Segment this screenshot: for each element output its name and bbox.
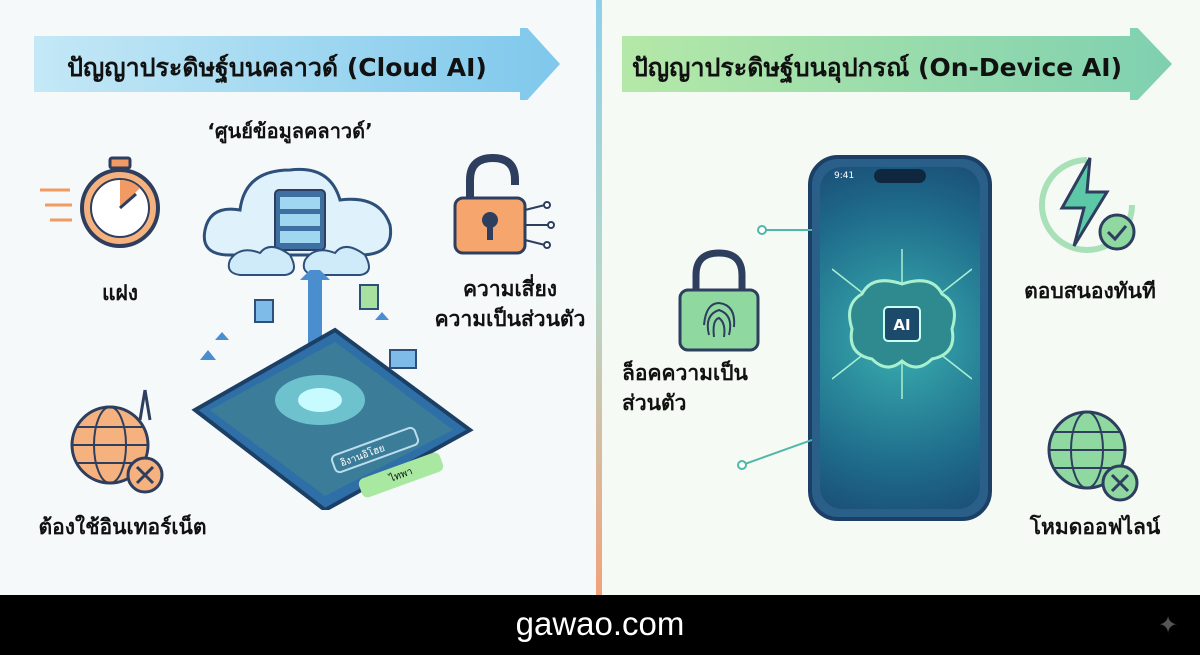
- globe-no-internet-icon: [70, 389, 164, 494]
- cloud-datacenter-label: ‘ศูนย์ข้อมูลคลาวด์’: [207, 119, 373, 143]
- privacy-lock-line-1: ล็อคความเป็น: [622, 361, 748, 385]
- panel-divider: [596, 0, 602, 595]
- cloud-ai-panel: ปัญญาประดิษฐ์บนคลาวด์ (Cloud AI) ‘ศูนย์ข…: [0, 0, 596, 595]
- unlocked-padlock-icon: [453, 153, 555, 255]
- arrow-banner-icon: [34, 28, 560, 100]
- cloud-ai-banner: ปัญญาประดิษฐ์บนคลาวด์ (Cloud AI): [34, 28, 560, 100]
- privacy-lock-line-2: ส่วนตัว: [622, 391, 687, 415]
- ai-chip-label: AI: [893, 316, 910, 334]
- circuit-lines-left-icon: [737, 225, 812, 470]
- smartphone: 9:41 AI: [808, 155, 992, 521]
- offline-mode-label: โหมดออฟไลน์: [1029, 515, 1161, 539]
- on-device-ai-title: ปัญญาประดิษฐ์บนอุปกรณ์ (On-Device AI): [631, 53, 1123, 82]
- globe-offline-icon: [1047, 410, 1139, 502]
- instant-response-label: ตอบสนองทันที: [1024, 279, 1156, 303]
- on-device-ai-banner: ปัญญาประดิษฐ์บนอุปกรณ์ (On-Device AI): [622, 28, 1172, 100]
- brain-icon: AI: [832, 249, 972, 399]
- cloud-server-icon: [202, 167, 393, 276]
- cloud-ai-title: ปัญญาประดิษฐ์บนคลาวด์ (Cloud AI): [67, 53, 487, 82]
- privacy-risk-label: ความเสี่ยง ความเป็นส่วนตัว: [430, 274, 590, 334]
- lightning-check-icon: [1039, 157, 1136, 253]
- arrow-banner-icon: [622, 28, 1172, 100]
- footer-bar: gawao.com ✦: [0, 595, 1200, 655]
- privacy-risk-line-1: ความเสี่ยง: [462, 277, 558, 301]
- fingerprint-lock-icon: [678, 249, 760, 352]
- phone-time: 9:41: [834, 171, 855, 181]
- phone-notch: [874, 169, 926, 183]
- smartphone-upload-icon: [191, 270, 474, 510]
- sparkle-icon: ✦: [1158, 611, 1179, 639]
- stopwatch-icon: [40, 156, 160, 248]
- footer-brand[interactable]: gawao.com: [515, 605, 685, 642]
- internet-required-label: ต้องใช้อินเทอร์เน็ต: [38, 515, 207, 539]
- privacy-lock-label: ล็อคความเป็น ส่วนตัว: [622, 358, 802, 418]
- privacy-risk-line-2: ความเป็นส่วนตัว: [434, 307, 586, 331]
- on-device-ai-panel: ปัญญาประดิษฐ์บนอุปกรณ์ (On-Device AI) 9:…: [602, 0, 1200, 595]
- latency-label: แฝง: [101, 281, 139, 305]
